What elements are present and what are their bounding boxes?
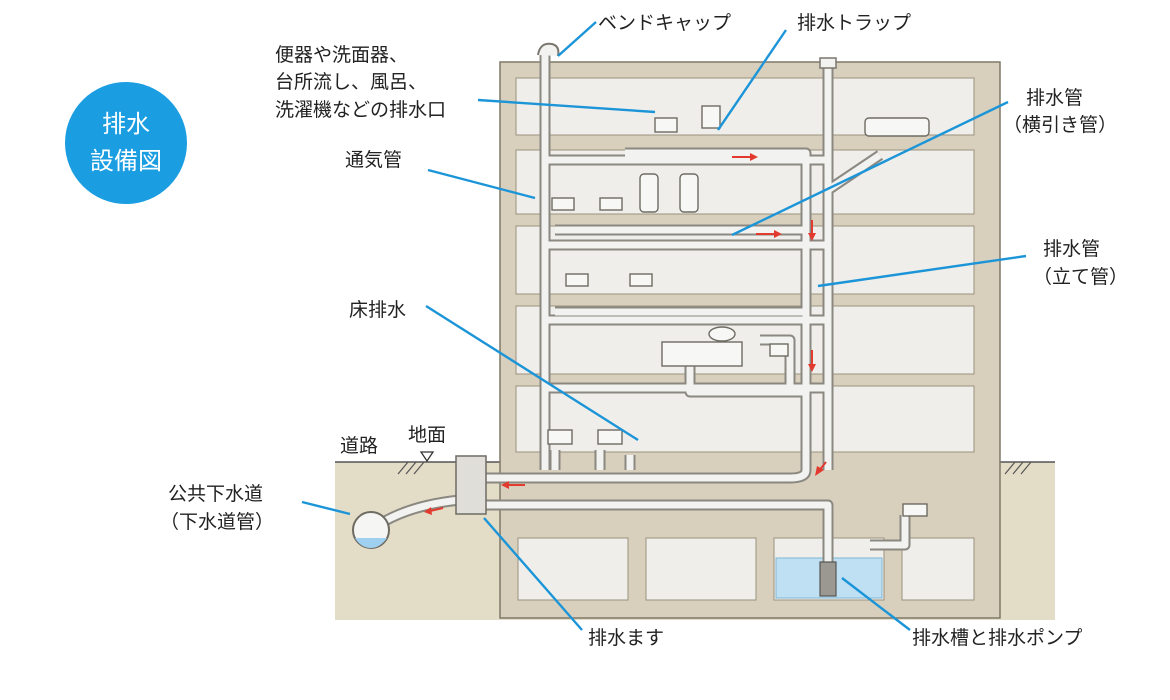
sewer-water (355, 538, 387, 548)
bend-cap (537, 42, 560, 57)
flow-arrows (424, 153, 827, 515)
label-public-sewer-1: 公共下水道 (168, 483, 263, 505)
label-drain-basin: 排水ます (588, 627, 664, 649)
label-vent-pipe: 通気管 (345, 149, 402, 171)
label-fixtures-3: 洗濯機などの排水口 (275, 99, 446, 121)
leader-lines (301, 21, 1027, 631)
fixtures (547, 105, 930, 517)
label-fixtures-1: 便器や洗面器、 (275, 44, 408, 66)
badge-line-1: 排水 (102, 110, 150, 138)
label-floor-drain: 床排水 (349, 299, 406, 321)
badge-line-2: 設備図 (90, 147, 162, 175)
drain-basin (455, 455, 487, 515)
label-horizontal-pipe-2: （横引き管） (1003, 114, 1117, 136)
labels: ベンドキャップ 排水トラップ 便器や洗面器、 台所流し、風呂、 洗濯機などの排水… (160, 12, 1128, 649)
label-public-sewer-2: （下水道管） (160, 511, 274, 533)
vent-cap-right (819, 57, 837, 69)
ground-hatch (397, 461, 1032, 475)
label-vertical-pipe-2: （立て管） (1033, 266, 1128, 288)
label-drain-trap: 排水トラップ (797, 12, 911, 34)
pipe-network (375, 52, 911, 565)
ground-level-marker (419, 451, 435, 463)
title-badge (65, 82, 187, 204)
label-fixtures-2: 台所流し、風呂、 (275, 71, 427, 93)
label-bend-cap: ベンドキャップ (598, 12, 731, 34)
label-horizontal-pipe-1: 排水管 (1026, 87, 1083, 109)
building (499, 61, 1001, 619)
label-tank-pump: 排水槽と排水ポンプ (912, 627, 1082, 649)
label-vertical-pipe-1: 排水管 (1043, 238, 1100, 260)
label-road: 道路 (340, 435, 378, 457)
drain-pump (819, 561, 837, 597)
label-ground: 地面 (408, 424, 446, 446)
